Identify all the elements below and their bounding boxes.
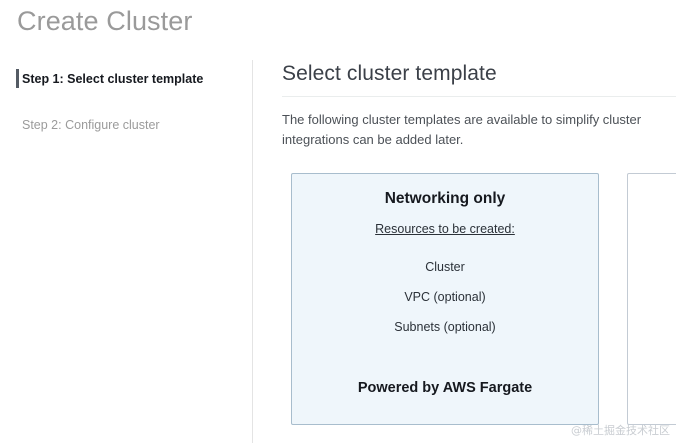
active-step-marker [16,69,19,88]
template-card-list: Networking only Resources to be created:… [291,173,676,425]
section-heading: Select cluster template [282,62,497,85]
wizard-steps-sidebar: Step 1: Select cluster template Step 2: … [0,60,252,443]
template-card-secondary[interactable] [627,173,676,425]
resource-list: Cluster VPC (optional) Subnets (optional… [292,252,598,342]
heading-divider [282,96,676,97]
sidebar-divider [252,60,253,443]
template-card-subtitle: Resources to be created: [375,222,515,236]
list-item: Cluster [425,260,465,274]
section-description: The following cluster templates are avai… [282,112,642,147]
watermark: @稀土掘金技术社区 [571,424,670,437]
sidebar-step-2[interactable]: Step 2: Configure cluster [0,114,252,136]
sidebar-step-1-label: Step 1: Select cluster template [22,72,204,86]
template-card-networking-only[interactable]: Networking only Resources to be created:… [291,173,599,425]
template-card-title: Networking only [384,190,506,207]
template-card-footer: Powered by AWS Fargate [357,380,533,396]
main-content: Select cluster template The following cl… [282,62,676,443]
list-item: VPC (optional) [404,290,486,304]
sidebar-step-1[interactable]: Step 1: Select cluster template [0,68,252,90]
list-item: Subnets (optional) [394,320,496,334]
sidebar-step-2-label: Step 2: Configure cluster [22,118,160,132]
page-title: Create Cluster [17,6,193,36]
